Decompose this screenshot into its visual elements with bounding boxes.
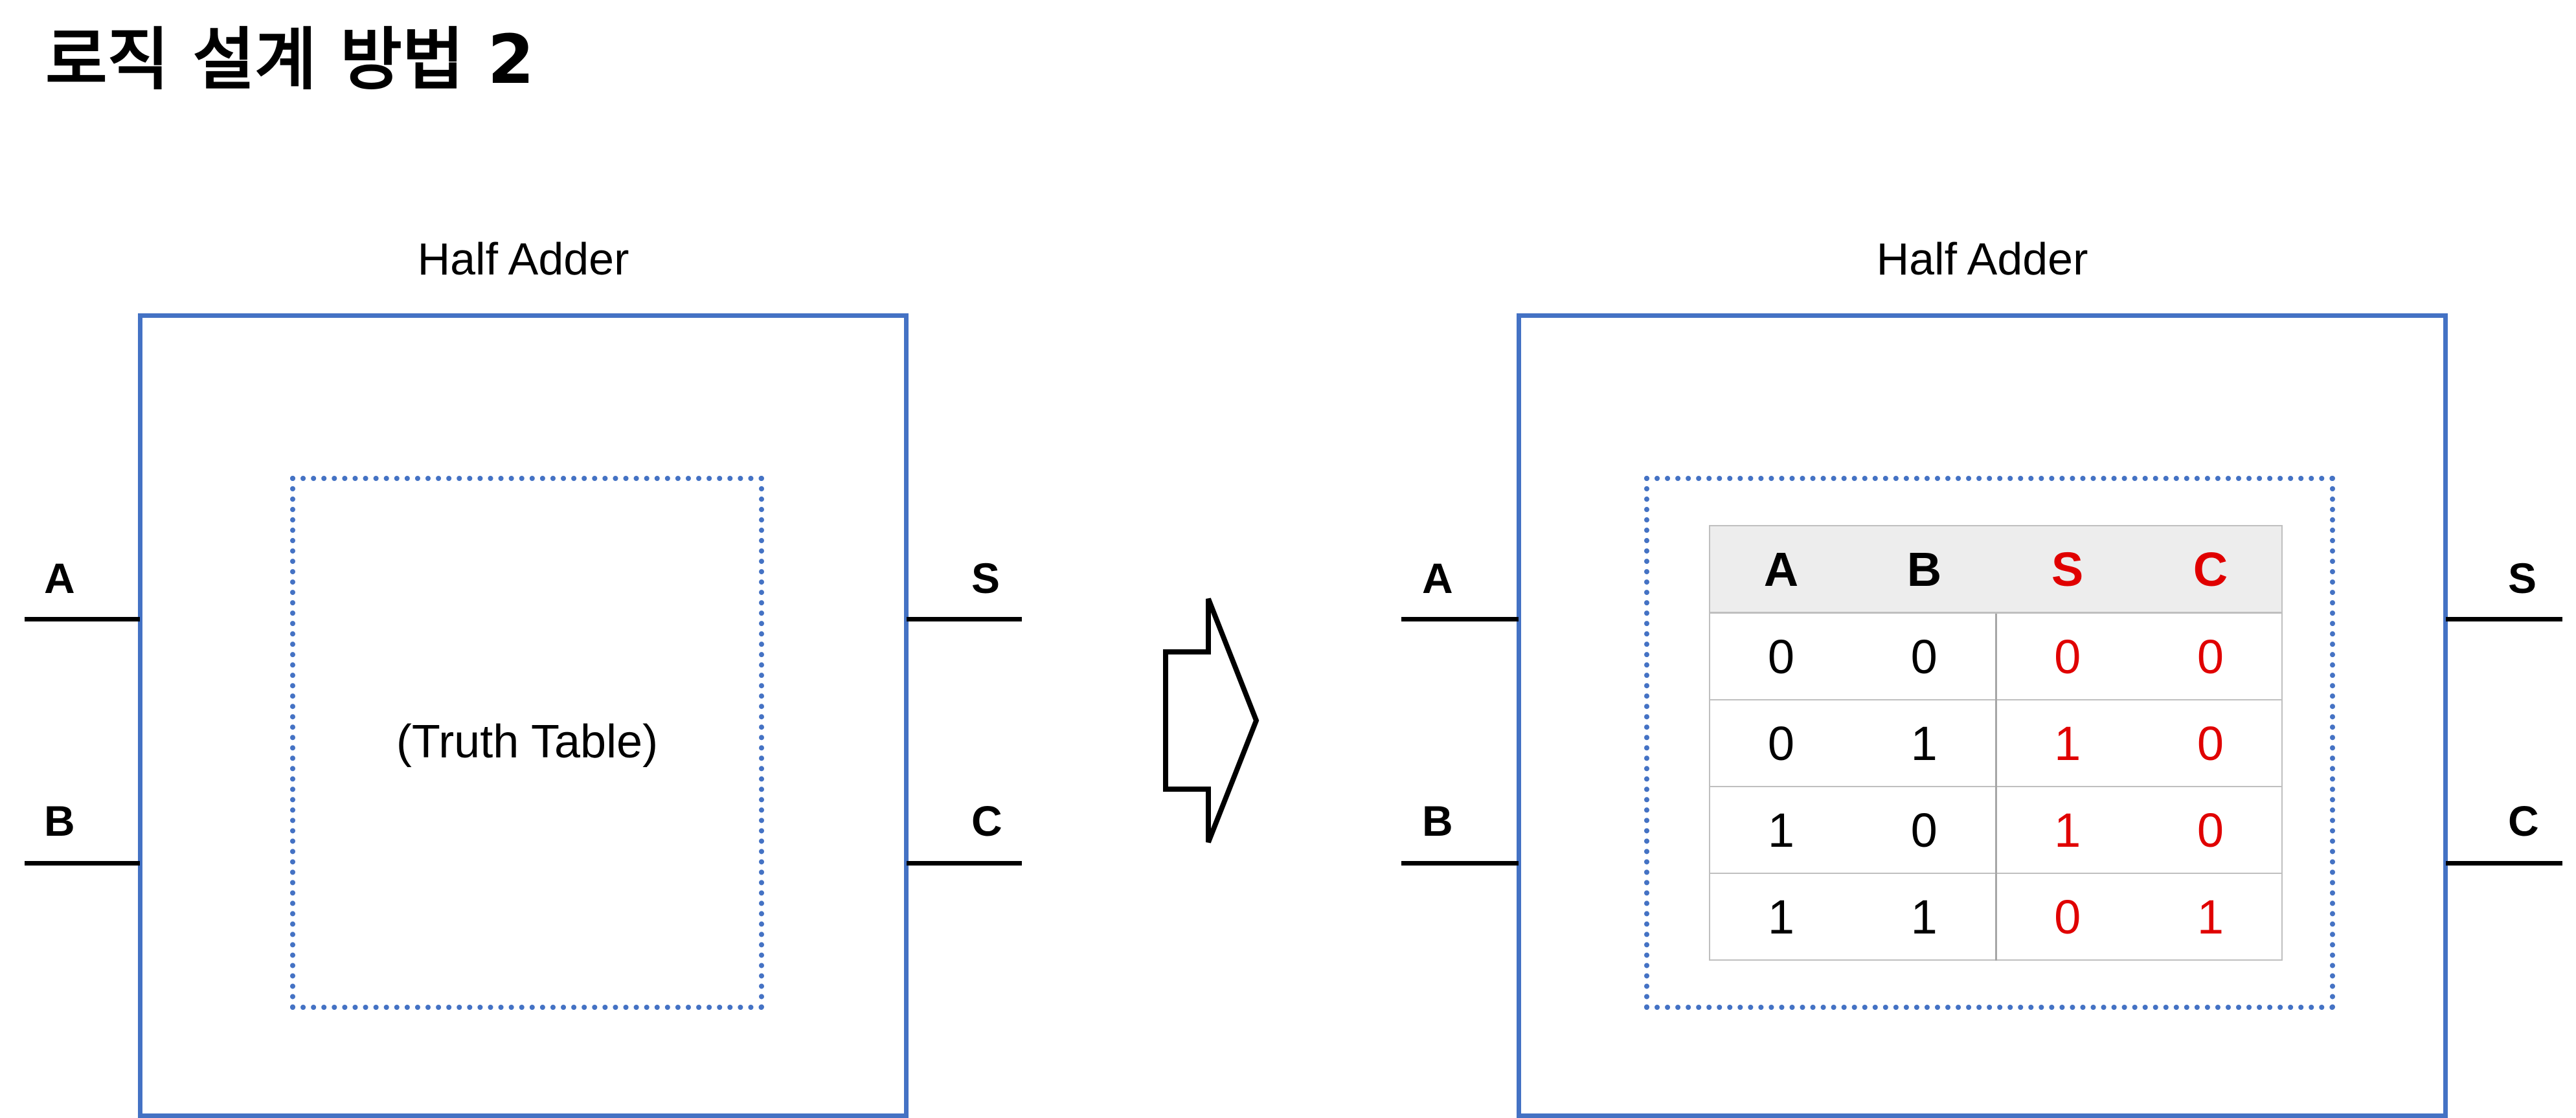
cell-s: 0: [1994, 612, 2139, 700]
right-input-b-label: B: [1422, 797, 1453, 845]
right-output-c-wire: [2446, 861, 2562, 866]
header-s: S: [1996, 525, 2139, 614]
table-row: 0 1 1 0: [1709, 699, 2283, 787]
right-output-s-label: S: [2508, 554, 2537, 602]
truth-table-header-row: A B S C: [1709, 525, 2283, 614]
right-output-s-wire: [2446, 617, 2562, 621]
truth-table: A B S C 0 0 0 0 0 1 1 0 1 0 1 0 1 1 0 1: [1709, 525, 2283, 961]
right-input-a-wire: [1401, 617, 1519, 621]
cell-c: 0: [2139, 612, 2283, 700]
left-output-s-label: S: [971, 554, 1000, 602]
cell-c: 0: [2139, 786, 2283, 874]
right-arrow-outline-icon: [1163, 598, 1260, 844]
table-row: 1 0 1 0: [1709, 786, 2283, 874]
cell-s: 1: [1994, 786, 2139, 874]
cell-a: 0: [1709, 612, 1853, 700]
left-input-a-label: A: [44, 554, 75, 602]
right-input-a-label: A: [1422, 554, 1453, 602]
cell-s: 0: [1994, 873, 2139, 961]
right-block-title: Half Adder: [1876, 234, 2088, 284]
left-half-adder-box: [138, 313, 909, 1118]
cell-b: 0: [1853, 612, 1996, 700]
header-a: A: [1709, 525, 1853, 614]
left-truth-table-placeholder: [290, 476, 764, 1010]
cell-s: 1: [1994, 699, 2139, 787]
right-output-c-label: C: [2508, 797, 2539, 845]
table-row: 0 0 0 0: [1709, 612, 2283, 700]
left-input-b-label: B: [44, 797, 75, 845]
left-output-c-wire: [907, 861, 1022, 866]
cell-a: 1: [1709, 873, 1853, 961]
header-c: C: [2139, 525, 2283, 614]
left-input-b-wire: [25, 861, 140, 866]
cell-b: 1: [1853, 699, 1996, 787]
header-b: B: [1853, 525, 1996, 614]
left-output-c-label: C: [971, 797, 1002, 845]
cell-a: 1: [1709, 786, 1853, 874]
table-row: 1 1 0 1: [1709, 873, 2283, 961]
right-truth-table-container: [1644, 476, 2335, 1010]
cell-b: 1: [1853, 873, 1996, 961]
right-input-b-wire: [1401, 861, 1519, 866]
cell-b: 0: [1853, 786, 1996, 874]
page-title: 로직 설계 방법 2: [45, 20, 535, 99]
left-input-a-wire: [25, 617, 140, 621]
cell-a: 0: [1709, 699, 1853, 787]
truth-table-placeholder-text: (Truth Table): [396, 716, 659, 768]
left-block-title: Half Adder: [417, 234, 629, 284]
cell-c: 1: [2139, 873, 2283, 961]
left-output-s-wire: [907, 617, 1022, 621]
cell-c: 0: [2139, 699, 2283, 787]
